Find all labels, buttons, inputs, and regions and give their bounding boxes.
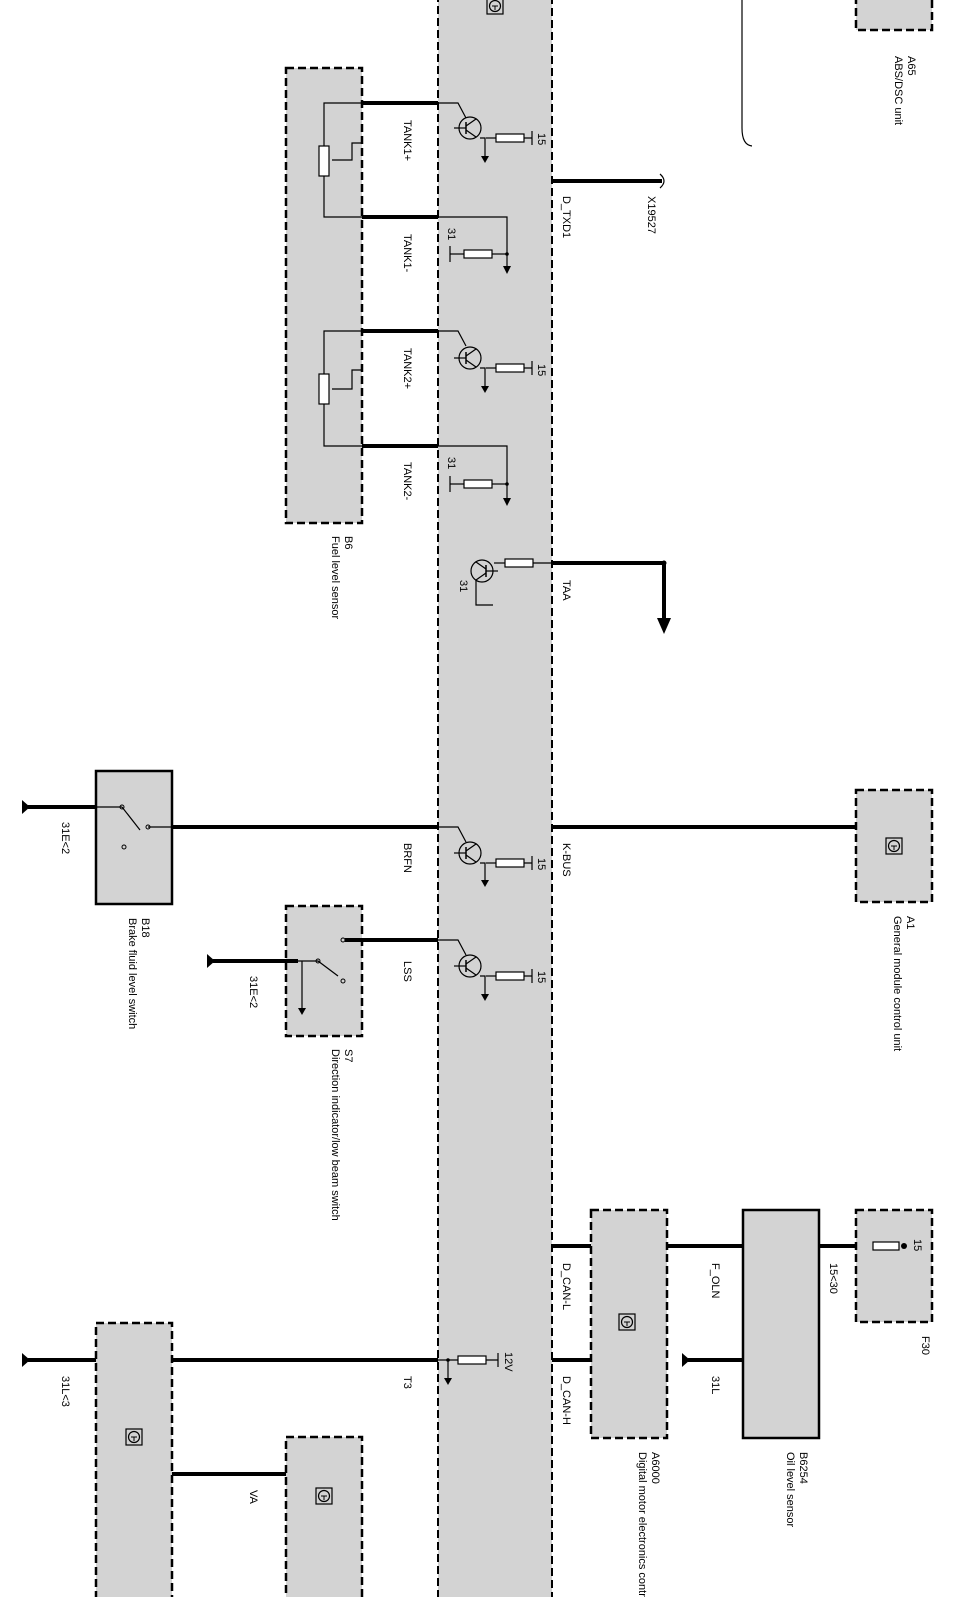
fuse-node <box>901 1243 907 1249</box>
b6-name: Fuel level sensor <box>329 536 341 619</box>
lower-middle-module-box <box>284 1435 364 1597</box>
label-tank2p: TANK2+ <box>401 348 413 389</box>
ground-arrow-s7 <box>207 954 215 968</box>
a6000-name: Digital motor electronics control unit <box>636 1452 648 1597</box>
s7-contact-b <box>340 978 346 984</box>
label-31e2-b: 31E<2 <box>247 976 259 1008</box>
s7-box <box>284 904 364 1038</box>
pot1-resistor <box>318 145 330 177</box>
ground-arrow-31l3 <box>22 1353 30 1367</box>
a6000-id: A6000 <box>649 1452 661 1484</box>
b6-id: B6 <box>342 536 354 549</box>
f30-term-15: 15 <box>911 1239 923 1251</box>
a65-id: A65 <box>905 56 917 76</box>
label-15-30: 15<30 <box>827 1263 839 1294</box>
term-15-c: 15 <box>535 858 547 870</box>
input-stage-brfn <box>438 826 533 887</box>
s7-switch <box>298 960 339 1010</box>
pot2-wiper <box>332 369 362 390</box>
label-va: VA <box>247 1490 259 1505</box>
label-f-oln: F_OLN <box>709 1263 721 1299</box>
a65-name: ABS/DSC unit <box>892 56 904 125</box>
pot1-lead <box>323 102 362 146</box>
a6000-box <box>589 1208 669 1440</box>
f30-box <box>854 1208 934 1324</box>
term-15-d: 15 <box>535 971 547 983</box>
label-tank2m: TANK2- <box>401 462 413 501</box>
label-tank1p: TANK1+ <box>401 120 413 161</box>
pot2-resistor <box>318 373 330 405</box>
ground-arrow-b6254 <box>682 1353 690 1367</box>
label-d-can-l: D_CAN-L <box>560 1263 572 1310</box>
fuse-symbol <box>872 1241 900 1251</box>
label-d-txd1: D_TXD1 <box>560 196 572 238</box>
label-31l: 31L <box>709 1376 721 1394</box>
term-15-b: 15 <box>535 364 547 376</box>
pot1-lead-b <box>323 176 362 218</box>
b18-contact-b <box>145 824 151 830</box>
a65-box <box>854 0 934 32</box>
input-stage-tank1m <box>438 216 511 274</box>
b18-box <box>94 769 174 906</box>
instrument-cluster-module <box>437 0 553 1597</box>
lower-left-module-box <box>94 1321 174 1597</box>
connector-x19527: X19527 <box>645 196 657 234</box>
term-31-b: 31 <box>445 457 457 469</box>
pot1-wiper <box>332 142 362 161</box>
f30-id: F30 <box>919 1336 931 1355</box>
taa-node <box>661 560 667 566</box>
label-brfn: BRFN <box>401 843 413 873</box>
label-31l3: 31L<3 <box>59 1376 71 1407</box>
taa-arrow <box>657 618 671 634</box>
pot2-lead-b <box>323 404 362 447</box>
label-lss: LSS <box>401 961 413 982</box>
s7-arrow <box>298 1008 306 1015</box>
s7-contact-a <box>315 958 321 964</box>
input-stage-tank2m <box>438 445 511 506</box>
input-stage-tank1p <box>438 102 533 163</box>
b18-switch <box>96 806 172 831</box>
input-stage-lss <box>438 939 533 1001</box>
pot2-lead <box>323 330 362 374</box>
b6254-id: B6254 <box>797 1452 809 1484</box>
b18-contact-c <box>121 844 127 850</box>
s7-name: Direction indicator/low beam switch <box>329 1049 341 1221</box>
term-31-c: 31 <box>457 580 469 592</box>
label-31e2-a: 31E<2 <box>59 822 71 854</box>
a1-id: A1 <box>904 916 916 929</box>
b6254-name: Oil level sensor <box>784 1452 796 1528</box>
b18-contact-a <box>119 804 125 810</box>
b18-name: Brake fluid level switch <box>126 918 138 1029</box>
connector-x19527-symbol <box>659 173 665 189</box>
ground-arrow-b18 <box>22 800 30 814</box>
term-15-a: 15 <box>535 133 547 145</box>
s7-id: S7 <box>342 1049 354 1062</box>
b18-id: B18 <box>139 918 151 938</box>
label-taa: TAA <box>560 580 572 601</box>
input-stage-tank2p <box>438 330 533 393</box>
bus-line <box>741 0 753 147</box>
label-tank1m: TANK1- <box>401 234 413 273</box>
term-31-a: 31 <box>445 228 457 240</box>
label-d-can-h: D_CAN-H <box>560 1376 572 1425</box>
output-stage-taa <box>470 558 552 606</box>
b6254-box <box>741 1208 821 1440</box>
term-12v: 12V <box>502 1352 514 1372</box>
label-t3: T3 <box>401 1376 413 1389</box>
a1-name: General module control unit <box>891 916 903 1051</box>
input-stage-t3 <box>438 1353 499 1385</box>
label-k-bus: K-BUS <box>560 843 572 877</box>
